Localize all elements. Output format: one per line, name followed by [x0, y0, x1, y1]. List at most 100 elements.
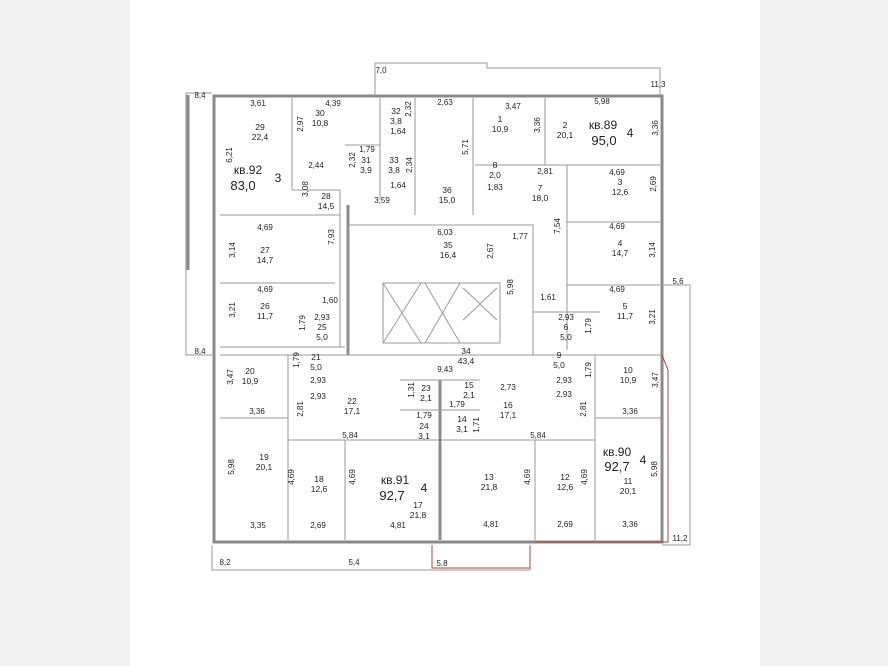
apartment-number: кв.91	[381, 473, 410, 487]
dimension-label: 8,4	[194, 347, 206, 356]
room-area: 17,1	[500, 410, 517, 420]
dimension-label: 1,77	[512, 232, 528, 241]
dimension-label: 2,81	[579, 401, 588, 417]
room-area: 21,8	[410, 510, 427, 520]
room-area: 17,1	[344, 406, 361, 416]
dimension-label: 1,79	[449, 400, 465, 409]
dimension-label: 2,34	[405, 157, 414, 173]
dimension-label: 2,93	[310, 392, 326, 401]
room-number: 35	[443, 240, 453, 250]
dimension-label: 4,39	[325, 99, 341, 108]
room-area: 15,0	[439, 195, 456, 205]
dimension-label: 4,69	[287, 469, 296, 485]
page-margin-left	[0, 0, 130, 666]
room-number: 15	[464, 380, 474, 390]
dimension-label: 2,69	[310, 521, 326, 530]
room-number: 21	[311, 352, 321, 362]
apartment-labels: кв.92 83,0 3 кв.89 95,0 4 кв.91 92,7 4 к…	[230, 118, 646, 503]
room-area: 14,5	[318, 201, 335, 211]
dimension-label: 2,63	[437, 98, 453, 107]
walls	[185, 62, 691, 571]
dimension-label: 11,2	[673, 534, 689, 543]
dimension-label: 2,81	[296, 401, 305, 417]
dimension-label: 3,35	[250, 521, 266, 530]
room-area: 3,1	[456, 424, 468, 434]
room-number: 13	[484, 472, 494, 482]
room-number: 4	[618, 238, 623, 248]
room-number: 24	[419, 421, 429, 431]
dimension-label: 3,47	[226, 369, 235, 385]
dimension-label: 4,69	[348, 469, 357, 485]
room-labels: 2922,43010,8323,8313,9333,82814,52714,72…	[242, 106, 637, 520]
dimension-label: 3,21	[228, 302, 237, 318]
dimension-label: 3,36	[622, 520, 638, 529]
room-area: 5,0	[553, 360, 565, 370]
room-area: 10,8	[312, 118, 329, 128]
dimension-label: 2,69	[557, 520, 573, 529]
dimension-label: 4,69	[580, 469, 589, 485]
room-area: 20,1	[557, 130, 574, 140]
dimension-label: 5,98	[506, 279, 515, 295]
room-area: 20,1	[256, 462, 273, 472]
room-area: 14,7	[612, 248, 629, 258]
dimension-label: 1,60	[322, 296, 338, 305]
dimension-label: 2,32	[348, 152, 357, 168]
room-number: 11	[624, 476, 633, 486]
room-number: 3	[618, 177, 623, 187]
apartment-rooms: 4	[421, 481, 428, 495]
dimension-label: 6,21	[225, 147, 234, 163]
dimension-label: 3,59	[374, 196, 390, 205]
dimension-label: 1,64	[390, 127, 406, 136]
room-number: 36	[442, 185, 452, 195]
apartment-area: 92,7	[379, 488, 404, 503]
dimension-label: 11,3	[651, 80, 667, 89]
dimension-label: 7,54	[553, 218, 562, 234]
dimension-label: 4,69	[257, 223, 273, 232]
room-area: 2,1	[420, 393, 432, 403]
dimension-label: 2,69	[649, 176, 658, 192]
room-number: 18	[314, 474, 324, 484]
room-number: 9	[557, 350, 562, 360]
room-number: 25	[317, 322, 327, 332]
apartment-number: кв.90	[603, 445, 632, 459]
dimension-label: 3,36	[651, 120, 660, 136]
dimension-label: 2,73	[500, 383, 516, 392]
apartment-number: кв.92	[234, 163, 263, 177]
dimension-label: 2,67	[486, 243, 495, 259]
dimension-label: 3,36	[622, 407, 638, 416]
room-number: 20	[245, 366, 255, 376]
room-area: 20,1	[620, 486, 637, 496]
room-number: 29	[255, 122, 265, 132]
room-number: 8	[493, 160, 498, 170]
dimension-label: 1,79	[292, 352, 301, 368]
dimension-label: 1,64	[390, 181, 406, 190]
dimension-label: 2,44	[308, 161, 324, 170]
dimension-label: 1,31	[407, 382, 416, 398]
dimension-label: 3,14	[228, 242, 237, 258]
room-number: 10	[623, 365, 633, 375]
dimension-label: 2,32	[404, 101, 413, 117]
dimension-label: 7,93	[327, 229, 336, 245]
dimension-label: 2,93	[314, 313, 330, 322]
dimension-label: 8,2	[219, 558, 231, 567]
room-area: 10,9	[492, 124, 509, 134]
room-number: 23	[421, 383, 431, 393]
dimension-label: 1,71	[472, 417, 481, 433]
room-area: 12,6	[612, 187, 629, 197]
room-number: 34	[461, 346, 471, 356]
dimension-label: 5,98	[650, 461, 659, 477]
apartment-area: 83,0	[230, 178, 255, 193]
dimension-label: 5,6	[672, 277, 684, 286]
room-area: 12,6	[557, 482, 574, 492]
dimension-label: 4,81	[390, 521, 406, 530]
dimension-label: 1,79	[584, 362, 593, 378]
dimension-label: 5,84	[342, 431, 358, 440]
room-number: 2	[563, 120, 568, 130]
dimension-label: 3,61	[250, 99, 266, 108]
dimension-label: 2,93	[556, 390, 572, 399]
dimension-label: 5,71	[461, 139, 470, 155]
dimension-label: 3,47	[505, 102, 521, 111]
room-number: 5	[623, 301, 628, 311]
apartment-area: 95,0	[591, 133, 616, 148]
apartment-rooms: 4	[627, 126, 634, 140]
